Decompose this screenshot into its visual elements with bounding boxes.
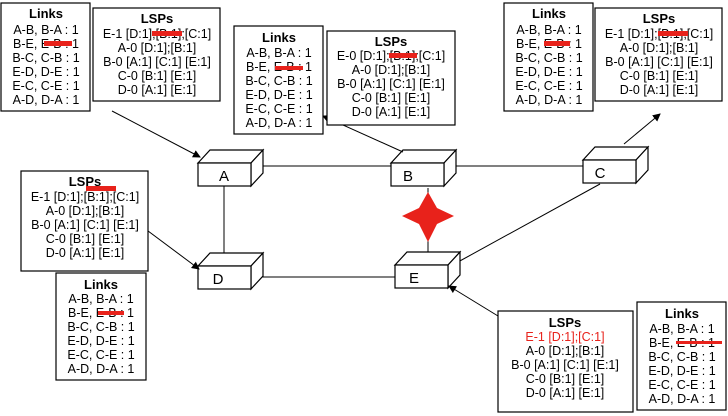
- strike-mark: [389, 53, 417, 58]
- link-row: E-C, C-E : 1: [245, 102, 312, 116]
- link-row: B-C, C-B : 1: [12, 51, 79, 65]
- link-row: B-C, C-B : 1: [515, 51, 582, 65]
- lsp-row: D-0 [A:1] [E:1]: [118, 83, 197, 97]
- table-arrows: [111, 110, 661, 317]
- strike-mark: [275, 66, 303, 70]
- lsps-table: [20, 170, 149, 272]
- link-row: A-B, B-A : 1: [649, 322, 714, 336]
- lsps-title: LSPs: [643, 11, 676, 26]
- lsp-row: A-0 [D:1];[B:1]: [46, 204, 125, 218]
- lsp-row: D-0 [A:1] [E:1]: [46, 246, 125, 260]
- strike-mark: [658, 31, 688, 36]
- router-b[interactable]: B: [389, 148, 458, 188]
- strike-mark: [98, 311, 124, 315]
- lsps-table: [497, 310, 634, 413]
- lsps-title: LSPs: [549, 315, 582, 330]
- lsp-row: A-0 [D:1];[B:1]: [118, 41, 197, 55]
- link-row: B-C, C-B : 1: [67, 320, 134, 334]
- lsps-title: LSPs: [69, 174, 102, 189]
- link-row: E-D, D-E : 1: [12, 65, 79, 79]
- link-row: E-D, D-E : 1: [67, 334, 134, 348]
- link-failure-star-icon: [402, 192, 454, 242]
- lsp-row: C-0 [B:1] [E:1]: [352, 91, 431, 105]
- lsp-row: A-0 [D:1];[B:1]: [526, 344, 605, 358]
- lsp-row-updated: E-1 [D:1];[C:1]: [525, 330, 604, 344]
- link-row: E-D, D-E : 1: [245, 88, 312, 102]
- router-c-label: C: [595, 165, 606, 182]
- link-row: E-C, C-E : 1: [12, 79, 79, 93]
- strike-mark: [86, 186, 116, 191]
- links-title: Links: [29, 6, 63, 21]
- lsps-table: [594, 7, 723, 102]
- lsp-row: A-0 [D:1];[B:1]: [352, 63, 431, 77]
- link-row: E-D, D-E : 1: [515, 65, 582, 79]
- router-a-label: A: [219, 168, 229, 185]
- links-table: [636, 301, 727, 411]
- arrow-c-to-top-right: [623, 113, 661, 145]
- lsp-row: C-0 [B:1] [E:1]: [118, 69, 197, 83]
- link-row: E-C, C-E : 1: [515, 79, 582, 93]
- strike-mark: [152, 31, 182, 36]
- link-row: E-D, D-E : 1: [648, 364, 715, 378]
- link-row: E-C, C-E : 1: [648, 378, 715, 392]
- lsps-title: LSPs: [375, 34, 408, 49]
- lsps-table: [326, 30, 456, 126]
- lsp-row: B-0 [A:1] [C:1] [E:1]: [337, 77, 445, 91]
- lsps-title: LSPs: [141, 11, 174, 26]
- lsp-row: D-0 [A:1] [E:1]: [352, 105, 431, 119]
- link-row: B-C, C-B : 1: [648, 350, 715, 364]
- link-row: B-C, C-B : 1: [245, 74, 312, 88]
- lsp-row: D-0 [A:1] [E:1]: [620, 83, 699, 97]
- links-table: [0, 2, 91, 112]
- lsp-row: E-1 [D:1];[B:1];[C:1]: [31, 190, 139, 204]
- router-d-label: D: [213, 271, 224, 288]
- link-row: A-D, D-A : 1: [649, 392, 716, 406]
- links-title: Links: [665, 306, 699, 321]
- router-d[interactable]: D: [196, 251, 265, 291]
- lsp-row: B-0 [A:1] [C:1] [E:1]: [103, 55, 211, 69]
- lsp-row: B-0 [A:1] [C:1] [E:1]: [605, 55, 713, 69]
- links-table: [55, 272, 147, 381]
- link-row: A-D, D-A : 1: [68, 362, 135, 376]
- router-e[interactable]: E: [393, 250, 462, 290]
- top-left-tables: Links A-B, B-A : 1 B-E, E-B : 1 B-C, C-B…: [0, 2, 221, 112]
- lsp-row: C-0 [B:1] [E:1]: [526, 372, 605, 386]
- link-row: E-C, C-E : 1: [67, 348, 134, 362]
- lsp-row: A-0 [D:1];[B:1]: [620, 41, 699, 55]
- links-title: Links: [532, 6, 566, 21]
- arrow-top-left-to-a: [111, 110, 201, 158]
- router-c[interactable]: C: [581, 145, 650, 185]
- link-row: A-B, B-A : 1: [516, 23, 581, 37]
- arrow-bottom-right-to-e: [448, 285, 499, 317]
- mid-left-tables: LSPs E-1 [D:1];[B:1];[C:1] A-0 [D:1];[B:…: [20, 170, 149, 381]
- link-row: A-B, B-A : 1: [246, 46, 311, 60]
- router-b-label: B: [403, 168, 413, 185]
- link-row: A-B, B-A : 1: [68, 292, 133, 306]
- link-row: A-D, D-A : 1: [516, 93, 583, 107]
- links-table: [233, 25, 324, 135]
- links-title: Links: [262, 30, 296, 45]
- lsp-row: B-0 [A:1] [C:1] [E:1]: [31, 218, 139, 232]
- lsp-row: D-0 [A:1] [E:1]: [526, 386, 605, 400]
- edge-e-c: [457, 183, 601, 263]
- links-title: Links: [84, 277, 118, 292]
- lsp-row: C-0 [B:1] [E:1]: [46, 232, 125, 246]
- link-row: A-D, D-A : 1: [13, 93, 80, 107]
- lsp-row: C-0 [B:1] [E:1]: [620, 69, 699, 83]
- lsps-table: [92, 7, 221, 102]
- router-a[interactable]: A: [196, 148, 265, 188]
- lsp-row: B-0 [A:1] [C:1] [E:1]: [511, 358, 619, 372]
- router-e-label: E: [409, 270, 419, 287]
- strike-mark: [44, 41, 72, 46]
- strike-mark: [544, 41, 570, 46]
- top-right-tables: Links A-B, B-A : 1 B-E, E-B : 1 B-C, C-B…: [503, 2, 723, 112]
- top-middle-tables: Links A-B, B-A : 1 B-E, E-B : 1 B-C, C-B…: [233, 25, 456, 135]
- link-row: A-B, B-A : 1: [13, 23, 78, 37]
- strike-mark: [676, 341, 722, 344]
- links-table: [503, 2, 594, 112]
- link-row: A-D, D-A : 1: [246, 116, 313, 130]
- bottom-right-tables: LSPs E-1 [D:1];[C:1] A-0 [D:1];[B:1] B-0…: [497, 301, 727, 413]
